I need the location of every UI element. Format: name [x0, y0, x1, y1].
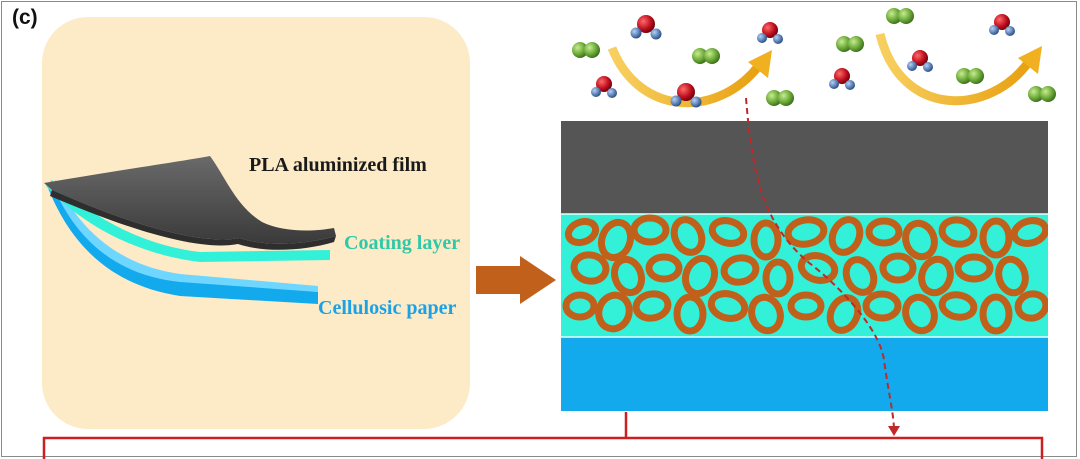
permeation-arrowhead — [888, 426, 900, 436]
permeation-path — [745, 97, 895, 429]
gas-molecule — [692, 48, 720, 64]
particle — [918, 255, 954, 297]
particle — [902, 293, 938, 335]
particle — [902, 219, 938, 261]
gas-molecule — [572, 42, 600, 58]
particle — [632, 290, 672, 322]
gas-molecule — [766, 90, 794, 106]
particle — [828, 216, 864, 256]
particle — [938, 216, 978, 248]
particle — [784, 216, 828, 248]
water-molecule — [907, 50, 933, 72]
particle — [750, 219, 782, 261]
particle — [797, 252, 839, 284]
particle — [748, 293, 784, 335]
particle — [681, 254, 719, 298]
layered-film-illustration — [44, 156, 336, 304]
cross-section — [561, 121, 1048, 411]
particle — [670, 216, 706, 256]
label-coating-layer: Coating layer — [344, 232, 461, 254]
particle — [842, 256, 878, 296]
particle — [879, 252, 917, 284]
gas-molecule — [956, 68, 984, 84]
water-molecule — [829, 68, 855, 90]
label-cellulosic-paper: Cellulosic paper — [318, 297, 457, 319]
gas-repel-arrow-right — [875, 32, 1034, 106]
label-pla-aluminized-film: PLA aluminized film — [249, 154, 427, 176]
gas-molecule — [886, 8, 914, 24]
particle — [720, 254, 760, 286]
pla-aluminized-film-layer — [44, 156, 336, 244]
particle — [564, 217, 600, 247]
particle — [954, 253, 994, 283]
particle — [865, 217, 903, 247]
particle — [630, 214, 670, 246]
gas-repel-arrowhead-right — [1018, 46, 1042, 74]
water-molecule — [591, 76, 617, 98]
gas-molecule — [1028, 86, 1056, 102]
water-molecule — [757, 22, 783, 44]
particle — [673, 293, 707, 335]
particle — [570, 251, 610, 285]
gas-repel-arrowhead-left — [748, 50, 772, 78]
particle — [787, 291, 825, 321]
paper-section — [561, 337, 1048, 411]
water-molecule — [989, 14, 1015, 36]
particle — [938, 291, 978, 321]
particle — [595, 291, 633, 333]
panel-label: (c) — [12, 6, 38, 29]
particle — [995, 255, 1029, 297]
particle — [645, 253, 683, 283]
transition-arrow — [476, 256, 556, 304]
particle — [1014, 290, 1048, 322]
particle — [979, 293, 1013, 335]
particle — [1010, 217, 1048, 247]
gas-molecule — [836, 36, 864, 52]
pla-film-section — [561, 121, 1048, 214]
particle — [862, 290, 902, 322]
particle — [707, 290, 749, 322]
water-molecule — [630, 15, 662, 40]
particle — [562, 291, 598, 321]
particle — [708, 217, 748, 247]
gas-repel-arrow-left — [607, 46, 764, 108]
particle — [762, 258, 794, 298]
particle — [610, 255, 646, 297]
coating-layer — [46, 180, 330, 262]
particle — [979, 217, 1013, 259]
particle — [597, 218, 635, 262]
water-molecule — [670, 83, 702, 108]
detail-bracket — [42, 412, 1044, 459]
particle — [826, 294, 862, 334]
pla-film-edge — [50, 190, 336, 250]
particle-cluster — [562, 214, 1048, 335]
